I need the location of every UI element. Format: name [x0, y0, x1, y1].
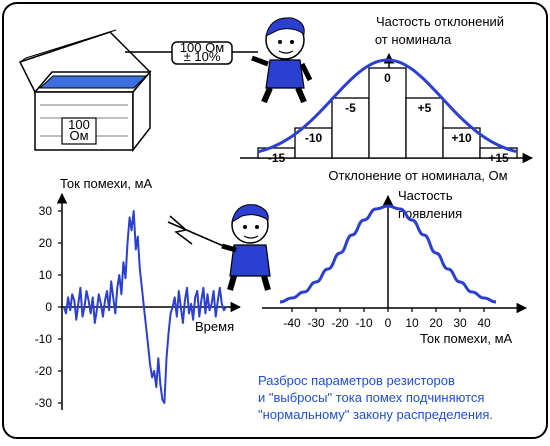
- histogram-normal-curve: [257, 58, 517, 154]
- box-label-plate: [61, 117, 97, 145]
- normal-tick-label: 20: [429, 316, 443, 330]
- normal-curve: [279, 204, 497, 304]
- caption: Разброс параметров резисторов и "выбросы…: [258, 373, 493, 422]
- histogram-bar-label: 0: [384, 71, 391, 85]
- normal-tick-label: 30: [453, 316, 467, 330]
- histogram-x-label: Отклонение от номинала, Ом: [328, 168, 507, 183]
- noise-y-ticks: 30 20 10 0 -10 -20 -30: [35, 204, 62, 410]
- noise-tick-label: 20: [39, 236, 53, 250]
- noise-tick-label: 30: [39, 204, 53, 218]
- histogram-bar-label: -10: [305, 131, 323, 145]
- noise-tick-label: -20: [35, 364, 53, 378]
- noise-x-label: Время: [195, 319, 234, 334]
- histogram-bar: [479, 147, 518, 159]
- boy-top-illustration: [251, 17, 313, 104]
- normal-x-ticks: -40 -30 -20 -10 0 10 20 30 40: [283, 308, 491, 330]
- caption-line2: и "выбросы" тока помех подчиняются: [258, 390, 484, 405]
- resistor-illustration: 100 Ом ± 10%: [125, 40, 258, 65]
- histogram-chart: Частость отклонений от номинала -15 -10 -5…: [240, 14, 534, 183]
- normal-x-label: Ток помехи, мА: [420, 331, 513, 346]
- histogram-bar-label: +15: [488, 151, 509, 165]
- box-label-line2: Ом: [69, 128, 88, 143]
- resistor-box-illustration: 100 Ом: [18, 29, 152, 153]
- noise-y-label: Ток помехи, мА: [60, 176, 153, 191]
- normal-tick-label: -20: [331, 316, 349, 330]
- normal-tick-label: 40: [477, 316, 491, 330]
- outer-border: [2, 2, 548, 439]
- noise-signal-line: [63, 210, 227, 404]
- normal-chart: Частость появления -40 -30 -20 -10 0 10 20 30 40…: [262, 188, 528, 346]
- normal-tick-label: -40: [283, 316, 301, 330]
- normal-tick-label: 0: [385, 316, 392, 330]
- histogram-bars: -15 -10 -5 0 +5 +10 +15: [257, 67, 518, 165]
- noise-tick-label: -10: [35, 332, 53, 346]
- histogram-bar-label: -15: [268, 151, 286, 165]
- histogram-bar-label: +10: [451, 131, 472, 145]
- histogram-bar: [442, 127, 481, 159]
- histogram-title-line2: от номинала: [375, 32, 452, 47]
- noise-tick-label: 10: [39, 268, 53, 282]
- normal-tick-label: 10: [405, 316, 419, 330]
- histogram-bar: [368, 67, 407, 159]
- noise-tick-label: 0: [45, 300, 52, 314]
- resistor-body: [171, 41, 233, 65]
- histogram-bar-label: +5: [418, 101, 432, 115]
- box-label-line1: 100: [68, 117, 90, 132]
- resistor-label: 100 Ом: [180, 40, 224, 55]
- histogram-bar-label: -5: [345, 101, 356, 115]
- noise-chart: Ток помехи, мА 30 20 10 0 -10 -20 -30 Время: [35, 176, 242, 410]
- boy-middle-illustration: [167, 204, 271, 291]
- caption-line3: "нормальному" закону распределения.: [258, 407, 493, 422]
- histogram-bar: [331, 97, 370, 159]
- normal-y-label-line1: Частость: [398, 188, 453, 203]
- normal-y-label-line2: появления: [398, 206, 462, 221]
- histogram-bar: [294, 127, 333, 159]
- normal-tick-label: -10: [355, 316, 373, 330]
- histogram-title-line1: Частость отклонений: [376, 14, 504, 29]
- caption-line1: Разброс параметров резисторов: [258, 373, 455, 388]
- noise-tick-label: -30: [35, 396, 53, 410]
- normal-tick-label: -30: [307, 316, 325, 330]
- resistor-tolerance: ± 10%: [184, 49, 221, 64]
